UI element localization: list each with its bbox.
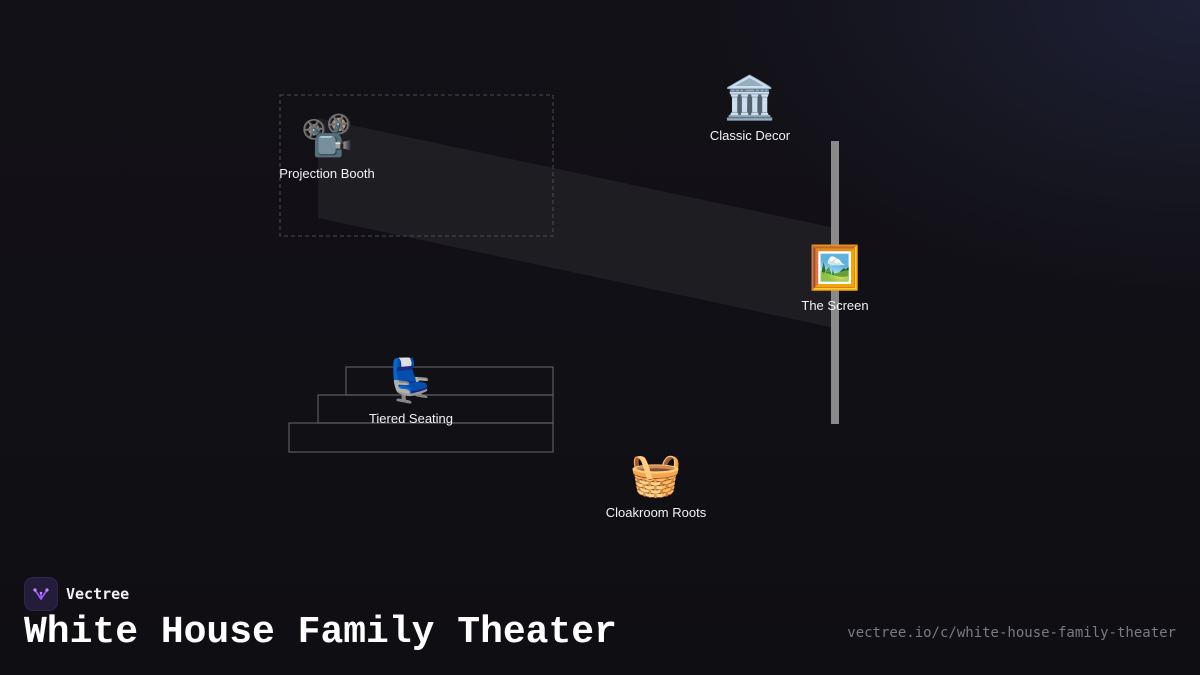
brand[interactable]: Vectree: [24, 577, 129, 611]
node-label: Projection Booth: [279, 166, 375, 181]
node-cloakroom-roots[interactable]: 🧺 Cloakroom Roots: [576, 451, 736, 521]
brand-name: Vectree: [66, 585, 130, 603]
page-url[interactable]: vectree.io/c/white-house-family-theater: [847, 625, 1176, 641]
vectree-logo-icon: [24, 577, 58, 611]
node-label: The Screen: [801, 298, 869, 313]
node-label: Tiered Seating: [368, 411, 454, 426]
seat-icon: 💺: [384, 356, 438, 405]
page-title: White House Family Theater: [24, 611, 617, 654]
node-projection-booth[interactable]: 📽️ Projection Booth: [247, 112, 407, 182]
projection-beam: [318, 118, 835, 328]
node-tiered-seating[interactable]: 💺 Tiered Seating: [331, 357, 491, 427]
seating-tier-bottom: [288, 422, 554, 453]
node-label: Cloakroom Roots: [605, 505, 707, 520]
framed-picture-icon: 🖼️: [808, 243, 862, 292]
node-classic-decor[interactable]: 🏛️ Classic Decor: [670, 74, 830, 144]
basket-icon: 🧺: [629, 450, 683, 499]
projection-booth-frame: [279, 94, 554, 237]
classical-building-icon: 🏛️: [723, 73, 777, 122]
node-the-screen[interactable]: 🖼️ The Screen: [755, 244, 915, 314]
film-projector-icon: 📽️: [300, 111, 354, 160]
node-label: Classic Decor: [709, 128, 791, 143]
screen-bar: [831, 141, 839, 424]
